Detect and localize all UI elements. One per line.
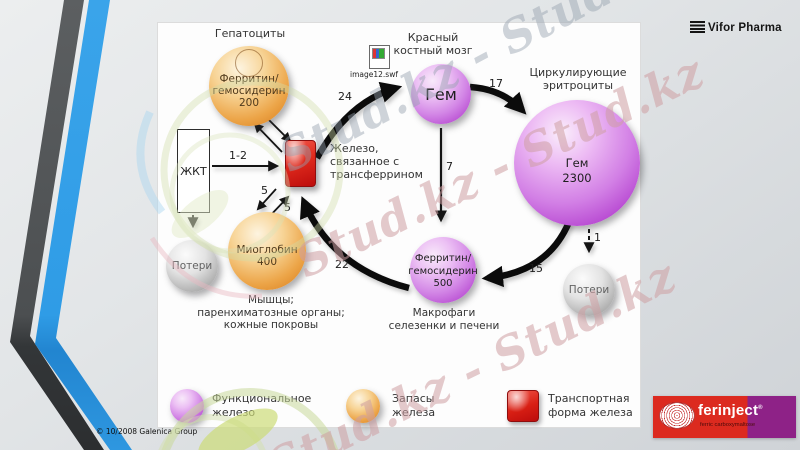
arrow-transferrin-to-myoglobin (256, 188, 277, 211)
flow-value-15: 15 (529, 262, 543, 275)
flow-value-24: 24 (338, 90, 352, 103)
dark-stripe (10, 0, 104, 450)
broken-image-glyph (372, 48, 385, 59)
node-git: ЖКТ (177, 129, 210, 213)
circulating-rbc-label: Циркулирующие эритроциты (529, 66, 627, 92)
node-transferrin-iron (285, 140, 316, 187)
arrow-macrophages-to-transferrin (299, 196, 410, 292)
ferinject-logo: ferinject® ferric carboxymaltose (653, 396, 796, 438)
node-heme-rbc-2300: Гем 2300 (514, 100, 640, 226)
flow-value-5a: 5 (261, 184, 268, 197)
ferinject-wordmark: ferinject® (698, 402, 763, 419)
broken-image-icon (369, 45, 390, 69)
arrow-transferrin-to-liver (253, 122, 283, 153)
legend-stores-swatch (346, 389, 380, 423)
arrow-marrow-to-rbc (469, 83, 527, 115)
flow-value-5b: 5 (284, 201, 291, 214)
nucleus-ring (235, 49, 263, 77)
muscles-label: Мышцы; паренхиматозные органы; кожные по… (197, 294, 345, 331)
node-losses-right: Потери (563, 264, 615, 316)
legend-functional-swatch (170, 389, 204, 423)
transferrin-label: Железо, связанное с трансферрином (330, 142, 423, 181)
node-losses-left: Потери (166, 240, 218, 292)
ferinject-oval-icon (659, 402, 695, 429)
legend-stores-label: Запасы железа (392, 392, 436, 419)
red-marrow-label: Красный костный мозг (393, 31, 473, 57)
arrow-transferrin-to-marrow (314, 81, 403, 160)
flow-value-1: 1 (594, 231, 601, 244)
legend-functional-label: Функциональное железо (212, 392, 312, 419)
node-ferritin-hemosiderin-500: Ферритин/ гемосидерин 500 (408, 237, 478, 303)
broken-embed-caption: image12.swf (350, 70, 398, 79)
flow-value-17: 17 (489, 77, 503, 90)
ferinject-tagline: ferric carboxymaltose (700, 422, 756, 428)
blue-stripe (35, 0, 132, 450)
hepatocytes-label: Гепатоциты (214, 27, 286, 40)
vifor-bars-icon (690, 21, 705, 34)
arrow-rbc-to-macrophages (481, 220, 572, 288)
copyright-text: © 10/2008 Galenica Group (96, 427, 198, 436)
vifor-pharma-logo: Vifor Pharma (690, 21, 782, 34)
node-ferritin-hemosiderin-200: Ферритин/ гемосидерин 200 (209, 46, 289, 126)
flow-value-7: 7 (446, 160, 453, 173)
node-myoglobin-400: Миоглобин 400 (228, 212, 306, 290)
legend-transport-label: Транспортная форма железа (548, 392, 633, 419)
node-heme-marrow: Гем (411, 64, 471, 124)
vifor-wordmark: Vifor Pharma (708, 21, 782, 34)
legend-transport-swatch (507, 390, 539, 422)
macrophages-label: Макрофаги селезенки и печени (388, 307, 500, 332)
flow-value-22: 22 (335, 258, 349, 271)
flow-value-absorption: 1-2 (229, 149, 247, 162)
